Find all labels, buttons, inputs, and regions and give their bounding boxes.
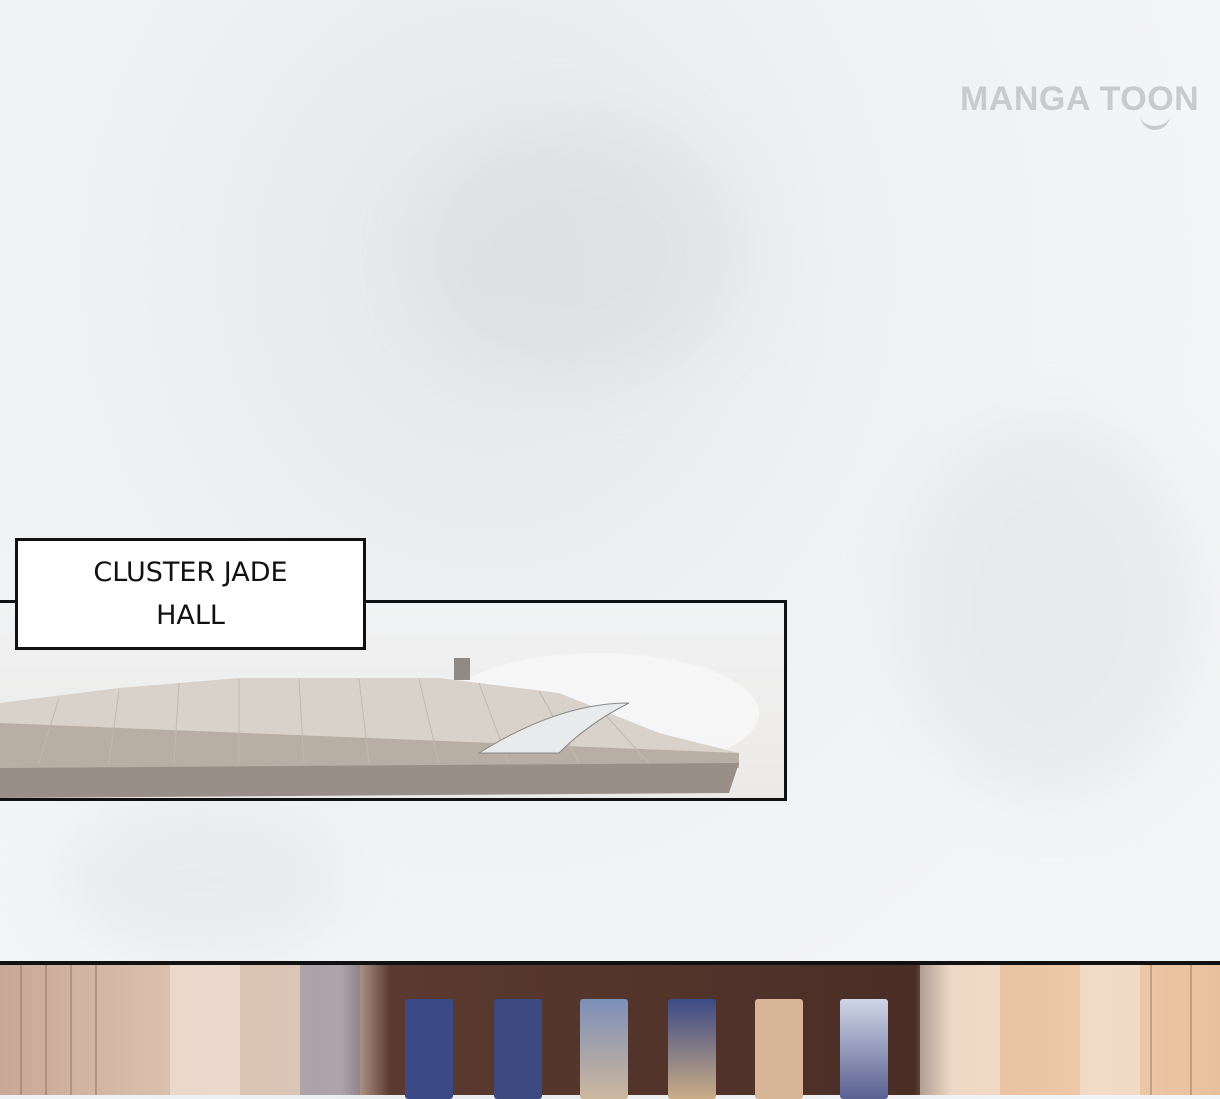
right-curtain — [1080, 965, 1140, 1095]
wall-stripe — [70, 965, 72, 1095]
watermark-smile-icon — [1140, 114, 1170, 130]
interior-room-panel — [0, 961, 1220, 1099]
right-curtain — [920, 965, 1000, 1095]
palace-roof-illustration — [0, 653, 759, 798]
folding-screen-panel — [840, 999, 888, 1099]
folding-screen-panel — [668, 999, 716, 1099]
folding-screen-panel — [755, 999, 803, 1099]
mangatoon-watermark: MANGA TOON — [960, 80, 1200, 118]
wall-stripe — [95, 965, 97, 1095]
ink-wash-flower — [60, 800, 340, 960]
wall-stripe — [45, 965, 47, 1095]
caption-line-1: CLUSTER JADE — [93, 557, 288, 588]
folding-screen-panel — [580, 999, 628, 1099]
ink-wash-flower — [420, 120, 740, 380]
folding-screen-panel — [494, 999, 542, 1099]
left-curtain-shadow — [300, 965, 360, 1095]
lattice-window — [1150, 965, 1152, 1095]
lattice-window — [1190, 965, 1192, 1095]
left-curtain — [170, 965, 240, 1095]
ink-wash-flower — [900, 420, 1200, 800]
folding-screen-panel — [405, 999, 453, 1099]
wall-stripe — [20, 965, 22, 1095]
caption-line-2: HALL — [156, 600, 225, 631]
location-caption-box: CLUSTER JADE HALL — [15, 538, 366, 650]
